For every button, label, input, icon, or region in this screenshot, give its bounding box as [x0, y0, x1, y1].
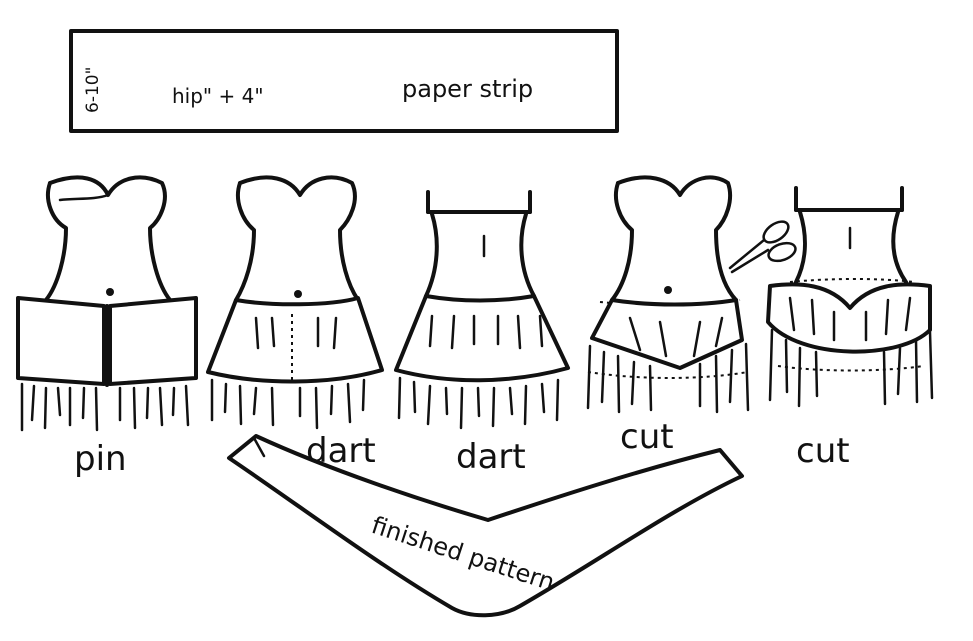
step-label-dart-2: dart — [456, 437, 526, 477]
strip-hip-label: hip" + 4" — [172, 84, 264, 108]
step-label-cut-1: cut — [620, 417, 674, 457]
figure-cut-1 — [588, 177, 798, 412]
paper-strip-rect — [71, 31, 617, 131]
scissors-icon — [730, 217, 798, 272]
step-label-cut-2: cut — [796, 431, 850, 471]
step-label-pin: pin — [74, 439, 127, 479]
figure-pin — [18, 177, 196, 430]
strip-title-label: paper strip — [402, 75, 533, 103]
strip-measure-label: 6-10" — [83, 67, 103, 113]
figure-cut-2 — [768, 188, 932, 406]
paper-strip: 6-10" hip" + 4" paper strip — [71, 31, 617, 131]
figure-dart-2 — [396, 192, 568, 428]
figure-dart-1 — [208, 177, 382, 428]
